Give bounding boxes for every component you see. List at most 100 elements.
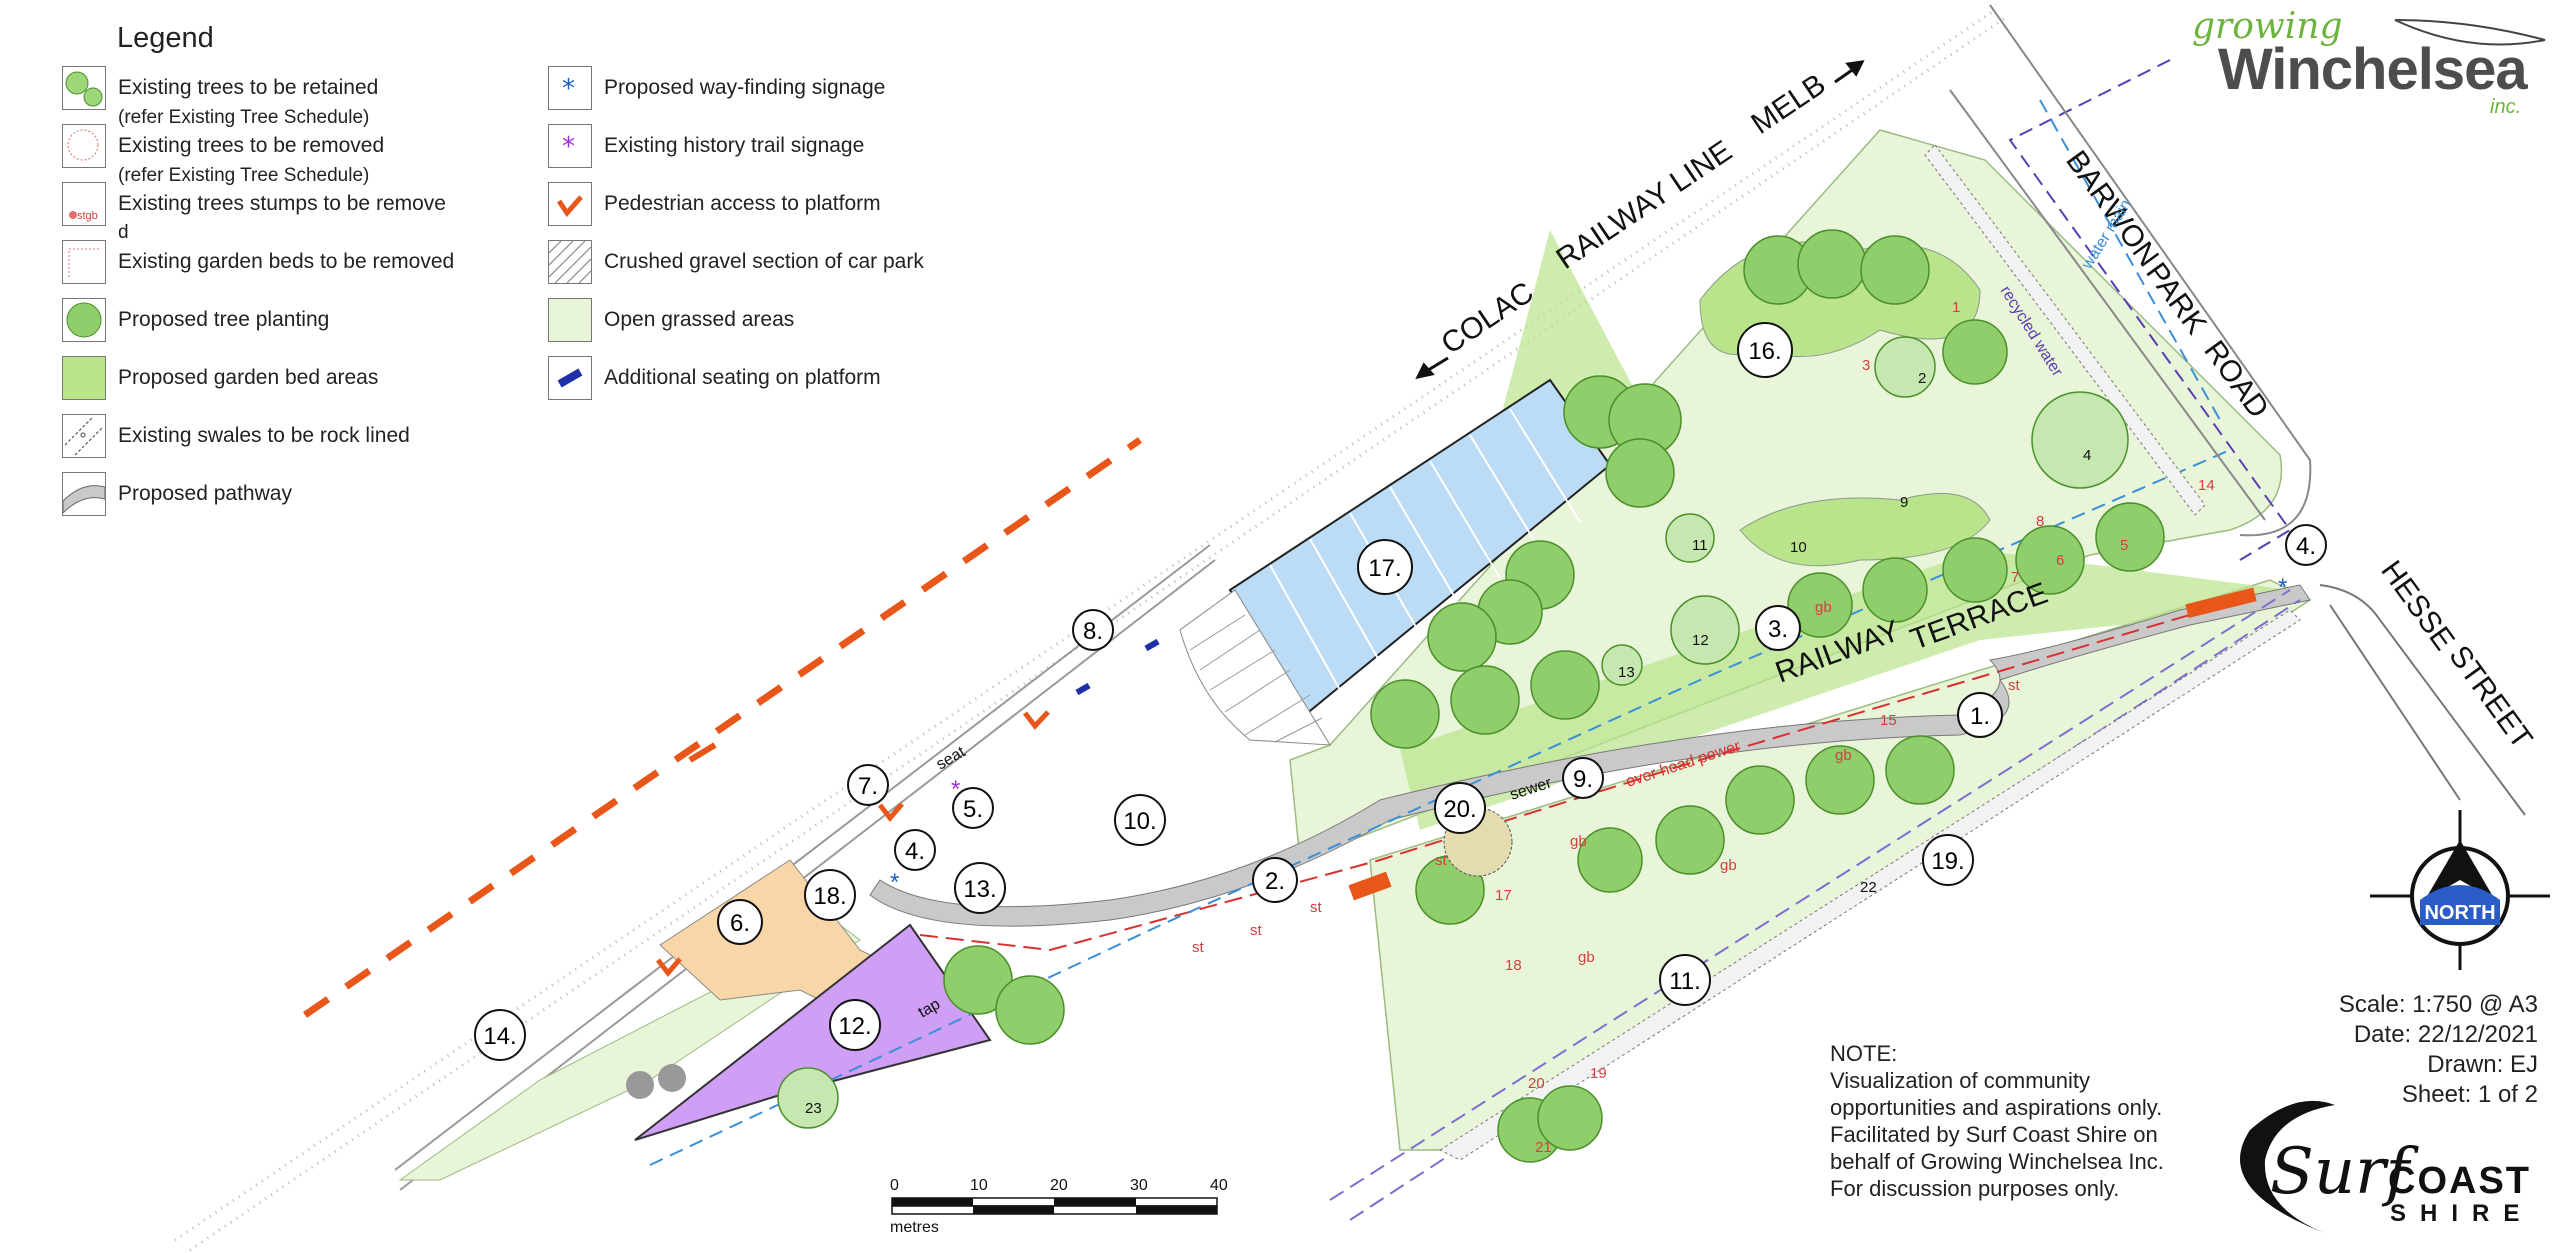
proposed-rail-alignment bbox=[303, 437, 1142, 1018]
seating-icon bbox=[548, 356, 592, 400]
tree-number: 21 bbox=[1535, 1139, 1552, 1156]
marker-3: 3. bbox=[1755, 605, 1801, 651]
crushed-gravel-icon bbox=[548, 240, 592, 284]
code-st: st bbox=[1310, 899, 1323, 916]
wayfinding-sign-marker: * bbox=[2278, 574, 2287, 601]
code-st: st bbox=[1435, 852, 1448, 869]
tree-number: 1 bbox=[1952, 299, 1960, 316]
sheet-number: Sheet: 1 of 2 bbox=[2401, 1081, 2538, 1108]
marker-1: 1. bbox=[1957, 692, 2003, 738]
stump-code: stgb bbox=[77, 210, 98, 222]
proposed-rail-alignment bbox=[688, 742, 717, 763]
tree-number: 2 bbox=[1918, 370, 1926, 387]
tree-number: 19 bbox=[1590, 1065, 1607, 1082]
legend-label: Existing history trail signage bbox=[604, 134, 865, 157]
marker-9: 9. bbox=[1562, 757, 1604, 799]
pathway-icon bbox=[62, 472, 106, 516]
street-melb: MELB bbox=[1745, 68, 1831, 141]
purple-activity-area bbox=[634, 923, 992, 1141]
street-railway-line: RAILWAY LINE bbox=[1550, 134, 1738, 275]
legend-item-history-trail: * Existing history trail signage bbox=[548, 124, 864, 168]
legend-item-pedestrian-access: Pedestrian access to platform bbox=[548, 182, 881, 226]
platform-seating-red bbox=[1348, 871, 1392, 901]
tree-numbers: 1 2 3 4 5 6 7 8 9 10 11 12 13 14 15 17 1… bbox=[805, 299, 2215, 1156]
logo-growing: growing bbox=[2192, 6, 2343, 47]
svg-text:4.: 4. bbox=[905, 838, 925, 865]
marker-11: 11. bbox=[1659, 954, 1711, 1006]
marker-12: 12. bbox=[829, 999, 881, 1051]
legend-subnote: (refer Existing Tree Schedule) bbox=[118, 165, 370, 186]
svg-text:16.: 16. bbox=[1748, 338, 1781, 365]
tree-number: 8 bbox=[2036, 513, 2044, 530]
tree-number: 18 bbox=[1505, 957, 1522, 974]
tree-number: 5 bbox=[2120, 537, 2128, 554]
legend-item-wayfinding: * Proposed way-finding signage bbox=[548, 66, 885, 110]
tree-number: 17 bbox=[1495, 887, 1512, 904]
legend-label: Existing trees stumps to be remove bbox=[118, 192, 446, 215]
legend-item-open-grass: Open grassed areas bbox=[548, 298, 794, 342]
svg-text:*: * bbox=[562, 74, 575, 104]
existing-trees bbox=[777, 336, 2129, 1129]
tree-number: 6 bbox=[2056, 552, 2064, 569]
legend-label: Existing garden beds to be removed bbox=[118, 250, 455, 273]
svg-text:13.: 13. bbox=[963, 876, 996, 903]
svg-text:11.: 11. bbox=[1669, 968, 1701, 995]
legend-item-trees-retained: Existing trees to be retained bbox=[62, 66, 378, 110]
legend-item-pathway: Proposed pathway bbox=[62, 472, 292, 516]
marker-4-west: 4. bbox=[894, 829, 936, 871]
swale-north bbox=[1924, 144, 2206, 516]
code-gb: gb bbox=[1720, 857, 1737, 874]
legend-label: Proposed tree planting bbox=[118, 308, 330, 331]
marker-7: 7. bbox=[847, 764, 889, 806]
platform-seating-red bbox=[2185, 587, 2257, 619]
legend-label: Crushed gravel section of car park bbox=[604, 250, 924, 273]
platform-seating bbox=[1075, 638, 1160, 696]
marker-5: 5. bbox=[952, 787, 994, 829]
swale-icon bbox=[62, 414, 106, 458]
code-st: st bbox=[2008, 677, 2021, 694]
garden-bed bbox=[1739, 492, 1991, 567]
svg-text:18.: 18. bbox=[813, 883, 846, 910]
scale-tick: 30 bbox=[1130, 1177, 1148, 1194]
wayfinding-sign-icon: * bbox=[548, 66, 592, 110]
legend-item-garden-beds-removed: Existing garden beds to be removed bbox=[62, 240, 454, 284]
council-logo-surf: Surf bbox=[2270, 1135, 2410, 1209]
code-gb: gb bbox=[1815, 599, 1832, 616]
svg-text:*: * bbox=[562, 132, 575, 162]
tree-number: 12 bbox=[1692, 632, 1709, 649]
seating-circle bbox=[626, 1071, 654, 1099]
marker-17: 17. bbox=[1357, 539, 1413, 595]
code-st: st bbox=[1250, 922, 1263, 939]
legend-label: Proposed pathway bbox=[118, 482, 292, 505]
note-heading: NOTE: bbox=[1830, 1041, 1898, 1066]
sheet-info: Scale: 1:750 @ A3 Date: 22/12/2021 Drawn… bbox=[2339, 990, 2538, 1110]
scale-tick: 20 bbox=[1050, 1177, 1068, 1194]
small-codes: st st st st st gb gb gb gb gb bbox=[1192, 599, 2021, 966]
code-st: st bbox=[1192, 939, 1205, 956]
proposed-pathway bbox=[869, 584, 2311, 927]
tree-number: 20 bbox=[1528, 1075, 1545, 1092]
note-line: Visualization of community bbox=[1830, 1068, 2091, 1093]
scale-tick: 40 bbox=[1210, 1177, 1228, 1194]
tree-number: 11 bbox=[1692, 537, 1708, 554]
marker-6: 6. bbox=[717, 899, 763, 945]
tree-number: 13 bbox=[1618, 664, 1635, 681]
code-gb: gb bbox=[1570, 833, 1587, 850]
marker-10: 10. bbox=[1114, 794, 1166, 846]
tree-retained-icon bbox=[62, 66, 106, 110]
council-logo-shire: SHIRE bbox=[2390, 1200, 2534, 1227]
legend-item-proposed-garden: Proposed garden bed areas bbox=[62, 356, 378, 400]
legend-label: Open grassed areas bbox=[604, 308, 795, 331]
tree-number: 14 bbox=[2198, 477, 2215, 494]
svg-text:4.: 4. bbox=[2296, 533, 2316, 560]
tree-number: 15 bbox=[1880, 712, 1897, 729]
legend-subnote: (refer Existing Tree Schedule) bbox=[118, 107, 370, 128]
barwon-park-road bbox=[1949, 4, 2312, 537]
legend-label: Existing swales to be rock lined bbox=[118, 424, 410, 447]
tree-number: 22 bbox=[1860, 879, 1877, 896]
svg-text:8.: 8. bbox=[1083, 618, 1103, 645]
water-main bbox=[649, 449, 2231, 1166]
council-logo-coast: COAST bbox=[2388, 1160, 2531, 1202]
proposed-tree-icon bbox=[62, 298, 106, 342]
